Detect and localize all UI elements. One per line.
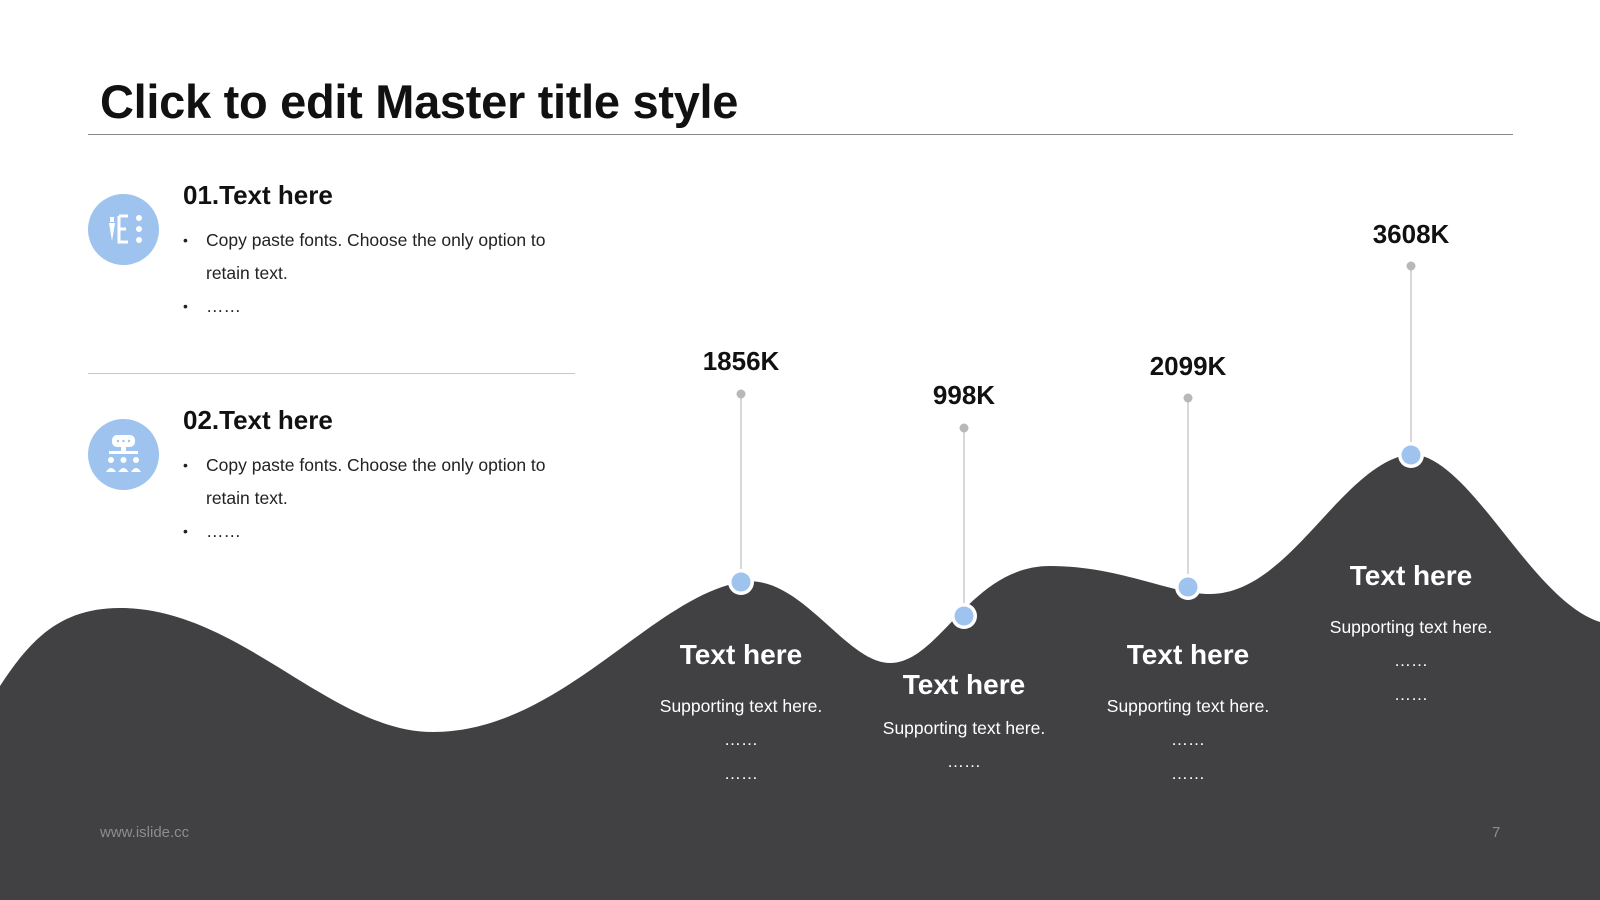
peak-ellipsis[interactable]: …… bbox=[1171, 764, 1205, 783]
bullet-list: Copy paste fonts. Choose the only option… bbox=[183, 224, 586, 323]
peak-title[interactable]: Text here bbox=[1126, 639, 1250, 670]
peak-title[interactable]: Text here bbox=[1349, 560, 1473, 591]
list-icon bbox=[88, 194, 159, 265]
peak-value[interactable]: 3608K bbox=[1372, 219, 1450, 249]
section-01: 01.Text here Copy paste fonts. Choose th… bbox=[88, 180, 588, 330]
peak-text-2: Text here Supporting text here. …… bbox=[883, 667, 1045, 779]
mountain-shape bbox=[0, 454, 1600, 900]
peak-ellipsis[interactable]: …… bbox=[1394, 685, 1428, 704]
peak-ellipsis[interactable]: …… bbox=[724, 730, 758, 749]
bullet-item[interactable]: Copy paste fonts. Choose the only option… bbox=[183, 449, 586, 515]
peak-subtext[interactable]: Supporting text here. bbox=[659, 696, 823, 716]
peak-marker-1 bbox=[728, 389, 754, 595]
peak-subtext[interactable]: Supporting text here. bbox=[882, 718, 1046, 738]
org-chart-icon bbox=[88, 419, 159, 490]
section-02: 02.Text here Copy paste fonts. Choose th… bbox=[88, 405, 588, 555]
peak-text-3: Text here Supporting text here. …… …… bbox=[1107, 637, 1269, 791]
peak-marker-3 bbox=[1175, 393, 1201, 600]
peak-title[interactable]: Text here bbox=[902, 669, 1026, 700]
peak-subtext[interactable]: Supporting text here. bbox=[1329, 617, 1493, 637]
peak-ellipsis[interactable]: …… bbox=[724, 764, 758, 783]
peak-value[interactable]: 1856K bbox=[702, 346, 780, 376]
page-number: 7 bbox=[1492, 824, 1501, 841]
bullet-item[interactable]: …… bbox=[183, 515, 586, 548]
section-heading[interactable]: 02.Text here bbox=[183, 405, 333, 435]
peak-marker-4 bbox=[1398, 261, 1424, 468]
title-divider bbox=[88, 134, 1513, 135]
bullet-list: Copy paste fonts. Choose the only option… bbox=[183, 449, 586, 548]
bullet-item[interactable]: Copy paste fonts. Choose the only option… bbox=[183, 224, 586, 290]
section-divider bbox=[88, 373, 575, 374]
peak-ellipsis[interactable]: …… bbox=[1171, 730, 1205, 749]
peak-value[interactable]: 2099K bbox=[1149, 351, 1227, 381]
peak-ellipsis[interactable]: …… bbox=[1394, 651, 1428, 670]
footer-url: www.islide.cc bbox=[100, 824, 190, 841]
peak-title[interactable]: Text here bbox=[679, 639, 803, 670]
peak-subtext[interactable]: Supporting text here. bbox=[1106, 696, 1270, 716]
slide-title[interactable]: Click to edit Master title style bbox=[100, 75, 739, 128]
peak-value[interactable]: 998K bbox=[932, 380, 996, 410]
peak-ellipsis[interactable]: …… bbox=[947, 752, 981, 771]
peak-marker-2 bbox=[951, 423, 977, 629]
section-heading[interactable]: 01.Text here bbox=[183, 180, 333, 210]
bullet-item[interactable]: …… bbox=[183, 290, 586, 323]
peak-text-4: Text here Supporting text here. …… …… bbox=[1330, 558, 1492, 712]
peak-text-1: Text here Supporting text here. …… …… bbox=[660, 637, 822, 791]
